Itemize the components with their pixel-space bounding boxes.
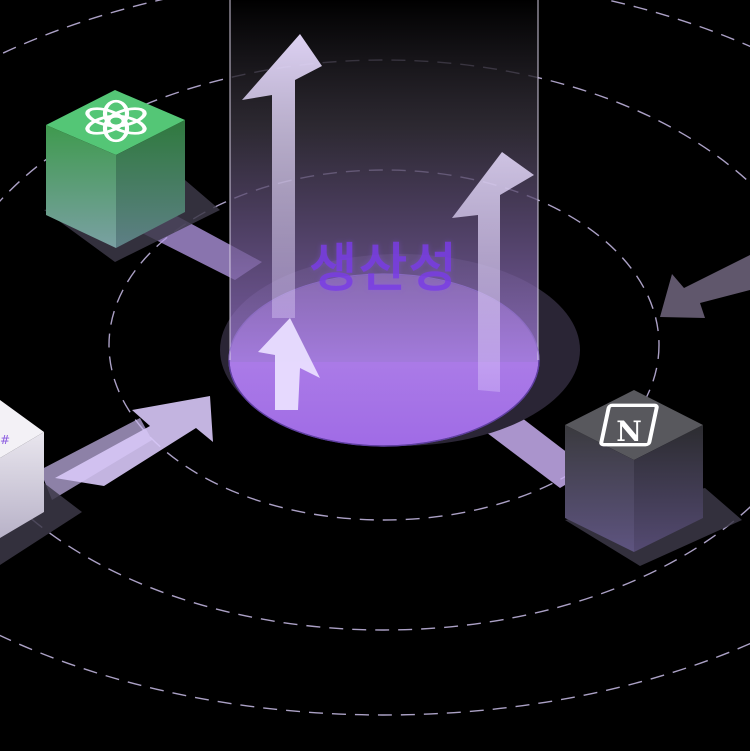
openai-logo-icon xyxy=(85,99,147,143)
orbit-ring-outer xyxy=(0,0,750,716)
arrow-up-right xyxy=(452,152,534,392)
orbit-ring-inner xyxy=(108,169,660,521)
arrow-up-small xyxy=(258,318,320,410)
openai-block-side xyxy=(116,120,185,248)
openai-block-front xyxy=(46,125,116,248)
notion-logo-icon: N xyxy=(596,398,662,464)
headline-productivity: 생산성 xyxy=(309,239,459,299)
notion-block-side xyxy=(634,425,703,552)
notion-block xyxy=(565,390,742,566)
openai-block xyxy=(44,90,220,262)
notion-block-front xyxy=(565,425,634,552)
notion-logo-glyph: N xyxy=(616,414,642,448)
white-block-mark: # xyxy=(0,433,10,447)
disk-rim xyxy=(228,359,540,447)
notion-logo-frame xyxy=(599,403,659,447)
disk-top-arc xyxy=(228,273,540,361)
arrow-incoming-left xyxy=(55,396,213,486)
rising-arrows xyxy=(242,34,534,410)
orbit-rings xyxy=(0,0,750,716)
openai-block-top xyxy=(46,90,185,155)
arrow-up-tall xyxy=(242,34,322,318)
orbit-ring-middle xyxy=(0,59,750,631)
arrow-incoming-right xyxy=(660,255,750,318)
white-block-top xyxy=(0,400,44,458)
white-block-side xyxy=(0,432,44,538)
white-block: # xyxy=(0,400,82,565)
